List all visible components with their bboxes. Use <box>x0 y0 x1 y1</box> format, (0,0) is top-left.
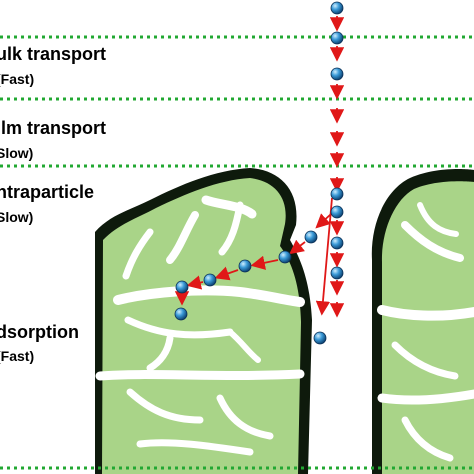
arrow <box>186 275 204 290</box>
transport-arrows <box>174 16 345 318</box>
adsorbate-molecule <box>203 273 217 287</box>
stage-label-bulk-transport: ulk transport <box>0 44 107 64</box>
adsorbate-molecule <box>330 236 344 250</box>
stage-rate-adsorption: (Fast) <box>0 348 35 364</box>
adsorbate-molecule <box>313 331 327 345</box>
arrow <box>250 255 279 270</box>
adsorbent-particle-left <box>95 168 312 474</box>
stage-rate-bulk-transport: (Fast) <box>0 71 35 87</box>
adsorbate-molecule <box>330 67 344 81</box>
adsorbate-molecule <box>238 259 252 273</box>
adsorbate-molecules <box>174 1 344 345</box>
arrow <box>289 239 306 255</box>
adsorbate-molecule <box>304 230 318 244</box>
arrow <box>315 213 332 229</box>
adsorbate-molecule <box>330 1 344 15</box>
adsorbent-particle-right <box>371 169 474 474</box>
adsorbate-molecule <box>175 280 189 294</box>
boundary-lines <box>0 35 474 470</box>
stage-label-film-transport: ilm transport <box>0 118 107 138</box>
stage-rate-film-transport: Slow) <box>0 145 34 161</box>
adsorbate-molecule <box>330 187 344 201</box>
adsorbate-molecule <box>330 266 344 280</box>
adsorbate-molecule <box>174 307 188 321</box>
adsorbate-molecule <box>330 31 344 45</box>
adsorbate-molecule <box>278 250 292 264</box>
stage-label-intraparticle: ntraparticle <box>0 182 95 202</box>
stage-rate-intraparticle: Slow) <box>0 209 34 225</box>
adsorbate-molecule <box>330 205 344 219</box>
arrow <box>214 266 239 281</box>
stage-label-adsorption: dsorption <box>0 322 79 342</box>
